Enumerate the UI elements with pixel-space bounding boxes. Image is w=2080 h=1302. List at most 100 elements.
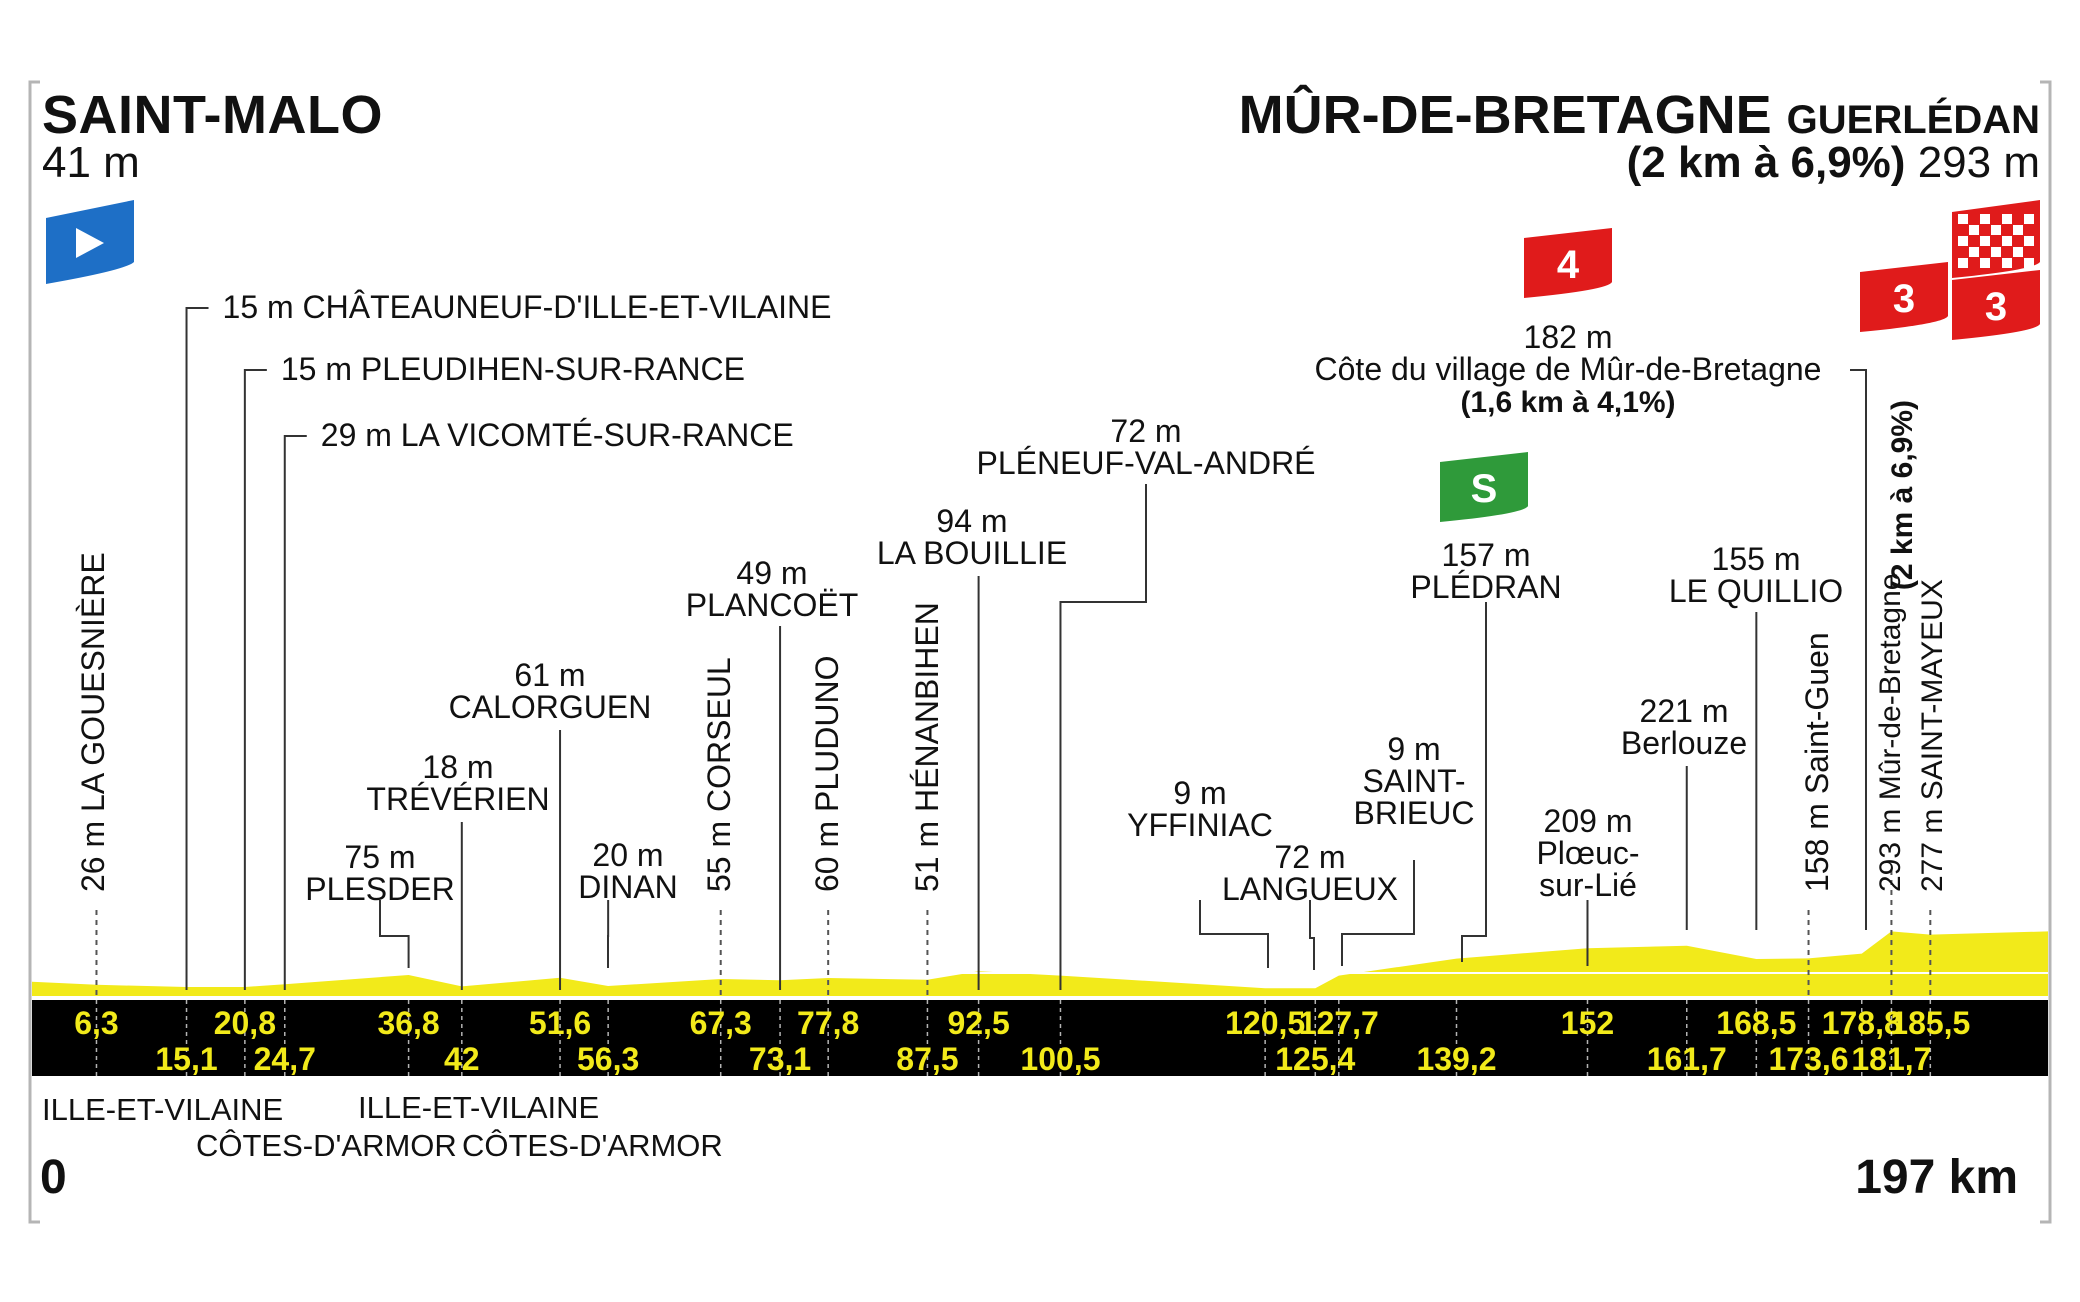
place-name: LE QUILLIO (1669, 573, 1843, 609)
climb-detail: (1,6 km à 4,1%) (1460, 386, 1675, 419)
start-altitude: 41 m (42, 138, 140, 187)
department-mid-bottom: CÔTES-D'ARMOR (462, 1128, 723, 1163)
department-left-top: ILLE-ET-VILAINE (42, 1092, 284, 1127)
place-altitude: 18 m (422, 749, 493, 785)
place-label-rotated: 158 m Saint-Guen (1799, 632, 1835, 892)
leader-line (283, 435, 307, 990)
distance-label: 152 (1561, 1005, 1614, 1041)
checkered-finish-flag-icon (1952, 200, 2040, 278)
climb-name: Côte du village de Mûr-de-Bretagne (1315, 351, 1822, 387)
distance-label: 181,7 (1851, 1041, 1931, 1077)
distance-label: 77,8 (797, 1005, 859, 1041)
badge-label: 4 (1557, 243, 1580, 287)
place-name: CALORGUEN (449, 689, 652, 725)
place-altitude: 72 m (1110, 413, 1181, 449)
place-altitude: 9 m (1387, 731, 1440, 767)
place-name: PLÉNEUF-VAL-ANDRÉ (976, 445, 1315, 481)
place-altitude: 61 m (514, 657, 585, 693)
place-label-rotated: 26 m LA GOUESNIÈRE (75, 552, 111, 892)
elevation-profile-area (32, 931, 2048, 996)
distance-label: 51,6 (529, 1005, 591, 1041)
place-altitude: 49 m (736, 555, 807, 591)
place-altitude: 157 m (1442, 537, 1531, 573)
place-name: PLANCOËT (686, 587, 858, 623)
distance-label: 139,2 (1416, 1041, 1496, 1077)
department-left-bottom: CÔTES-D'ARMOR (196, 1128, 457, 1163)
km-end: 197 km (1855, 1151, 2018, 1204)
finish-climb: (2 km à 6,9%) (1626, 138, 1906, 187)
place-name: BRIEUC (1354, 795, 1475, 831)
leader-line (1309, 900, 1315, 970)
intermediate-sprint-icon: S (1440, 452, 1528, 522)
place-altitude: 209 m (1544, 803, 1633, 839)
climb-category-4-icon: 4 (1524, 228, 1612, 298)
climb-category-3-icon: 3 (1860, 262, 1948, 332)
badge-label: 3 (1985, 285, 2007, 329)
distance-label: 20,8 (214, 1005, 276, 1041)
place-name: SAINT- (1362, 763, 1465, 799)
distance-label: 168,5 (1716, 1005, 1796, 1041)
finish-subtitle: (2 km à 6,9%) 293 m (1627, 138, 2040, 188)
place-label: 15 m CHÂTEAUNEUF-D'ILLE-ET-VILAINE (223, 289, 832, 325)
finish-place-rotated: 277 m SAINT-MAYEUX (1916, 579, 1949, 892)
place-altitude: 20 m (592, 837, 663, 873)
distance-label: 178,8 (1822, 1005, 1902, 1041)
place-label-rotated: 60 m PLUDUNO (809, 656, 845, 893)
distance-label: 125,4 (1275, 1041, 1355, 1077)
distance-label: 67,3 (690, 1005, 752, 1041)
place-name: Plœuc- (1536, 835, 1639, 871)
place-altitude: 9 m (1173, 775, 1226, 811)
place-name: Berlouze (1621, 725, 1747, 761)
place-name: LA BOUILLIE (877, 535, 1067, 571)
leader-line (1199, 900, 1269, 968)
place-altitude: 72 m (1274, 839, 1345, 875)
place-label-rotated: 55 m CORSEUL (701, 657, 737, 892)
distance-label: 120,5 (1225, 1005, 1305, 1041)
finish-title: MÛR-DE-BRETAGNE GUERLÉDAN (1239, 84, 2040, 146)
department-mid-top: ILLE-ET-VILAINE (358, 1090, 600, 1125)
distance-label: 6,3 (74, 1005, 118, 1041)
place-altitude: 75 m (344, 839, 415, 875)
place-label: 29 m LA VICOMTÉ-SUR-RANCE (321, 417, 794, 453)
leader-line (1850, 369, 1867, 930)
leader-line (1461, 602, 1487, 962)
distance-label: 36,8 (377, 1005, 439, 1041)
distance-label: 87,5 (896, 1041, 958, 1077)
frame-brackets (28, 80, 2052, 1224)
distance-label: 56,3 (577, 1041, 639, 1077)
leader-line (1059, 484, 1147, 990)
place-label-rotated: 51 m HÉNANBIHEN (909, 602, 945, 892)
distance-label: 24,7 (254, 1041, 316, 1077)
finish-altitude: 293 m (1917, 138, 2040, 187)
distance-label: 42 (444, 1041, 480, 1077)
finish-city: MÛR-DE-BRETAGNE (1238, 85, 1772, 145)
km-start: 0 (40, 1151, 67, 1204)
distance-label: 100,5 (1020, 1041, 1100, 1077)
distance-label: 92,5 (947, 1005, 1009, 1041)
distance-band (32, 1000, 2048, 1076)
distance-label: 161,7 (1647, 1041, 1727, 1077)
leader-line (243, 369, 267, 990)
place-altitude: 221 m (1640, 693, 1729, 729)
place-altitude: 155 m (1712, 541, 1801, 577)
finish-climb-detail-rotated: (2 km à 6,9%) (1886, 400, 1919, 590)
place-altitude: 94 m (936, 503, 1007, 539)
distance-label: 73,1 (749, 1041, 811, 1077)
place-label: 15 m PLEUDIHEN-SUR-RANCE (281, 351, 745, 387)
climb-altitude: 182 m (1524, 319, 1613, 355)
place-name: TRÉVÉRIEN (366, 781, 549, 817)
distance-label: 185,5 (1890, 1005, 1970, 1041)
leader-line (1341, 860, 1415, 966)
place-name: sur-Lié (1539, 867, 1637, 903)
start-flag-icon (46, 200, 134, 284)
finish-suffix: GUERLÉDAN (1786, 98, 2040, 142)
place-name: YFFINIAC (1127, 807, 1273, 843)
badge-label: S (1471, 467, 1498, 511)
place-name: PLÉDRAN (1410, 569, 1561, 605)
start-city: SAINT-MALO (42, 85, 383, 145)
finish-place-rotated: 293 m Mûr-de-Bretagne (1874, 574, 1907, 893)
place-name: DINAN (578, 869, 678, 905)
distance-label: 127,7 (1299, 1005, 1379, 1041)
